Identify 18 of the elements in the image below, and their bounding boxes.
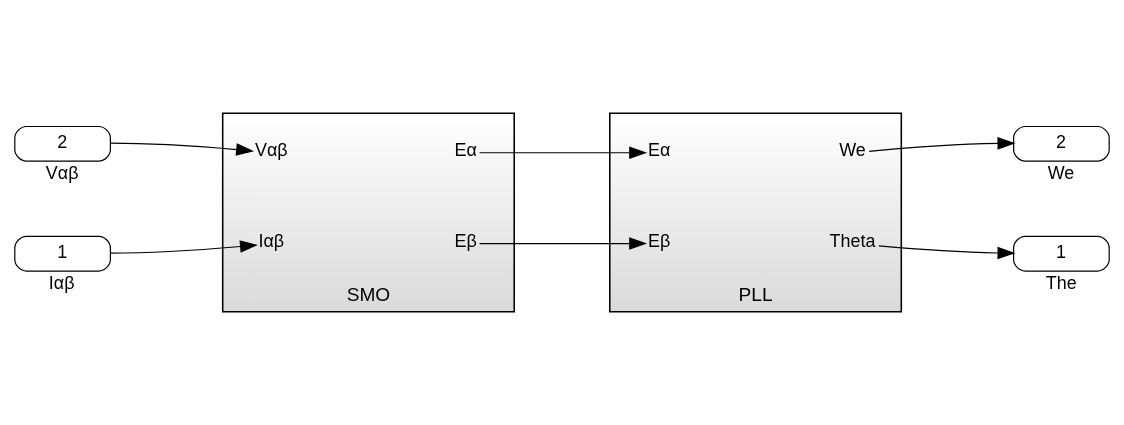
node-text: We	[839, 140, 866, 161]
node-text: Eβ	[454, 231, 477, 252]
node-label: The	[1045, 272, 1077, 293]
node-label: We	[1047, 163, 1075, 184]
arrow	[479, 237, 648, 250]
node-text: Eα	[648, 140, 671, 161]
node-text: Eα	[454, 140, 477, 161]
arrow	[868, 137, 1016, 152]
node-text: Eβ	[648, 231, 671, 252]
node-text: Iαβ	[258, 231, 285, 252]
node-text: Vαβ	[254, 140, 288, 161]
arrow	[109, 240, 258, 254]
node-label: Vαβ	[45, 163, 79, 184]
node-label: Iαβ	[48, 272, 75, 293]
arrow	[479, 146, 648, 160]
arrow	[878, 245, 1016, 260]
arrow	[109, 142, 255, 156]
node-text: Theta	[829, 231, 876, 252]
